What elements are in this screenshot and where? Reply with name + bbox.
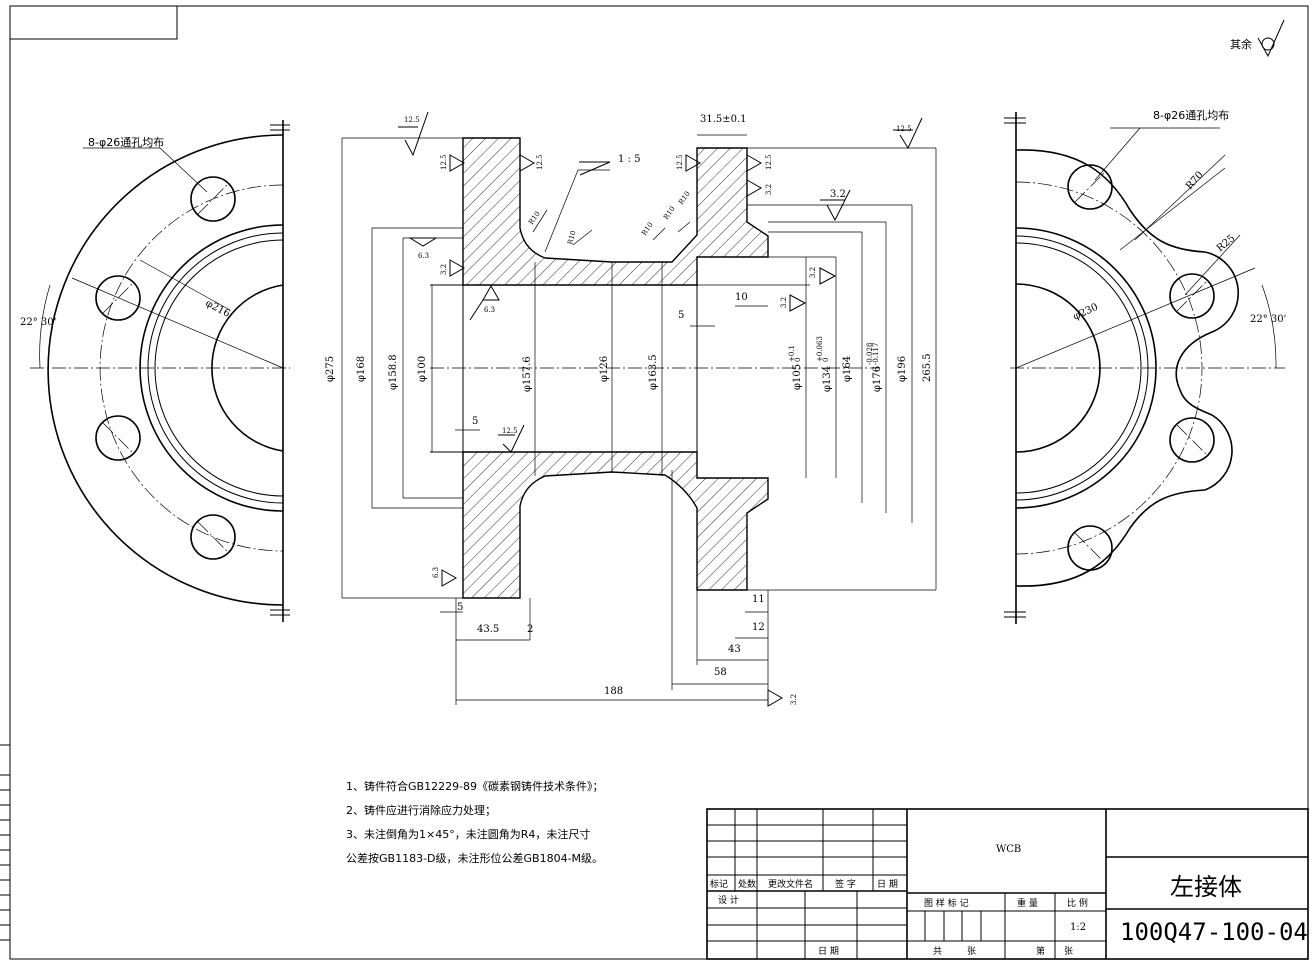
ra-8: 6.3 xyxy=(484,306,495,314)
len-43-5: 43.5 xyxy=(477,624,499,635)
len-43: 43 xyxy=(728,644,741,655)
dim-265-5: 265.5 xyxy=(922,353,933,382)
tol-176-upper: -0.028 xyxy=(866,343,874,365)
tol-176-lower: -0.117 xyxy=(872,343,880,365)
ra-5: 12.5 xyxy=(765,154,773,170)
r25-label: R25 xyxy=(1215,233,1238,254)
note-4: 公差按GB1183-D级，未注形位公差GB1804-M级。 xyxy=(346,851,603,865)
technical-notes: 1、铸件符合GB12229-89《碳素钢铸件技术条件》； 2、铸件应进行消除应力… xyxy=(346,779,604,865)
ra-10: 3.2 xyxy=(440,264,448,275)
ra-15: 12.5 xyxy=(502,427,518,435)
note-3: 3、未注倒角为1×45°，未注圆角为R4，未注尺寸 xyxy=(346,827,590,841)
len-58: 58 xyxy=(714,667,727,678)
taper-label: 1 : 5 xyxy=(618,154,640,165)
tol-134-upper: +0.063 xyxy=(816,336,824,362)
dia-196: φ196 xyxy=(897,356,908,382)
tol-105-upper: +0.1 xyxy=(788,345,796,362)
hdr-sign: 签 字 xyxy=(835,878,856,890)
len-11: 11 xyxy=(752,594,765,605)
right-angle-label: 22° 30' xyxy=(1250,314,1286,325)
left-end-view: 8-φ26通孔均布 φ216 22° 30' xyxy=(20,120,290,622)
dia-275: φ275 xyxy=(325,356,336,382)
drawing-number: 100Q47-100-04 xyxy=(1120,918,1308,946)
len-2: 2 xyxy=(527,624,533,635)
hdr-date2: 日 期 xyxy=(818,946,839,957)
ra-12: 3.2 xyxy=(830,189,846,200)
ra-9: 6.3 xyxy=(432,567,440,578)
dia-100: φ100 xyxy=(417,356,428,382)
hdr-date: 日 期 xyxy=(877,879,898,890)
sheet-border xyxy=(0,5,1309,960)
hdr-mark: 标记 xyxy=(710,878,728,890)
dia-134: φ134 xyxy=(822,366,833,392)
len-5-c: 5 xyxy=(678,310,684,321)
dia-168: φ168 xyxy=(356,356,367,382)
section-view: 31.5±0.1 1 : 5 R10 R10 R10 R10 R10 12.5 … xyxy=(325,111,937,707)
hdr-no: 第 xyxy=(1036,945,1045,957)
left-angle-label: 22° 30' xyxy=(20,317,56,328)
dia-164: φ164 xyxy=(842,356,853,382)
right-holes-note: 8-φ26通孔均布 xyxy=(1153,109,1229,122)
note-1: 1、铸件符合GB12229-89《碳素钢铸件技术条件》； xyxy=(346,779,604,793)
part-name: 左接体 xyxy=(1170,873,1242,901)
radius-2: R10 xyxy=(566,230,577,246)
ra-16: 3.2 xyxy=(790,694,798,705)
hdr-count: 处数 xyxy=(738,878,756,890)
len-188: 188 xyxy=(604,686,623,697)
len-5-b: 5 xyxy=(457,602,463,613)
ra-14: 3.2 xyxy=(780,297,788,308)
len-10: 10 xyxy=(735,292,748,303)
hdr-total: 共 xyxy=(933,946,942,957)
roughness-marks xyxy=(398,111,923,707)
hdr-ratio: 比 例 xyxy=(1067,897,1088,909)
radius-3: R10 xyxy=(640,221,655,237)
bolt-holes-right xyxy=(1067,164,1215,571)
tol-105-lower: 0 xyxy=(794,358,802,362)
dimension-lines xyxy=(341,134,937,705)
radius-1: R10 xyxy=(527,210,542,226)
margin-ticks xyxy=(0,744,10,941)
ra-2: 12.5 xyxy=(440,154,448,170)
note-2: 2、铸件应进行消除应力处理； xyxy=(346,803,496,817)
roughness-other-mark: 其余 xyxy=(1230,19,1285,58)
hdr-sheet: 张 xyxy=(967,946,976,957)
top-dim-label: 31.5±0.1 xyxy=(700,114,747,125)
material-label: WCB xyxy=(996,844,1021,855)
ra-7: 6.3 xyxy=(418,252,429,260)
dia-126: φ126 xyxy=(599,356,610,382)
title-block: WCB 左接体 100Q47-100-04 1:2 标记 处数 更改文件名 签 … xyxy=(706,808,1309,960)
radius-leaders xyxy=(532,169,691,253)
ra-6: 12.5 xyxy=(896,125,912,133)
hdr-sheet2: 张 xyxy=(1064,946,1073,957)
right-diameter-label: φ230 xyxy=(1072,302,1100,323)
ra-11: 3.2 xyxy=(765,184,773,195)
radius-5: R10 xyxy=(677,190,692,206)
dia-176: φ176 xyxy=(872,366,883,392)
scale-value: 1:2 xyxy=(1070,922,1086,933)
ra-3: 12.5 xyxy=(536,154,544,170)
hdr-doc: 更改文件名 xyxy=(768,878,813,890)
hdr-weight: 重 量 xyxy=(1017,897,1038,909)
ra-1: 12.5 xyxy=(404,116,420,124)
hdr-sample: 图 样 标 记 xyxy=(924,897,969,909)
left-diameter-label: φ216 xyxy=(204,298,232,320)
ra-13: 3.2 xyxy=(809,267,817,278)
right-end-view: 8-φ26通孔均布 R70 R25 φ230 22° 30' xyxy=(1004,109,1286,624)
len-5-a: 5 xyxy=(472,416,478,427)
len-12: 12 xyxy=(752,622,765,633)
dia-157-6: φ157.6 xyxy=(522,356,533,392)
hdr-design: 设 计 xyxy=(718,894,739,906)
r70-label: R70 xyxy=(1184,170,1206,192)
roughness-other-text: 其余 xyxy=(1230,37,1252,51)
left-holes-note: 8-φ26通孔均布 xyxy=(88,136,164,149)
dia-158-8: φ158.8 xyxy=(388,354,399,390)
tol-134-lower: 0 xyxy=(822,358,830,362)
ra-4: 12.5 xyxy=(676,154,684,170)
dia-163-5: φ163.5 xyxy=(648,354,659,390)
radius-4: R10 xyxy=(662,205,677,221)
dia-105: φ105 xyxy=(792,364,803,390)
bolt-holes-left xyxy=(95,176,236,560)
